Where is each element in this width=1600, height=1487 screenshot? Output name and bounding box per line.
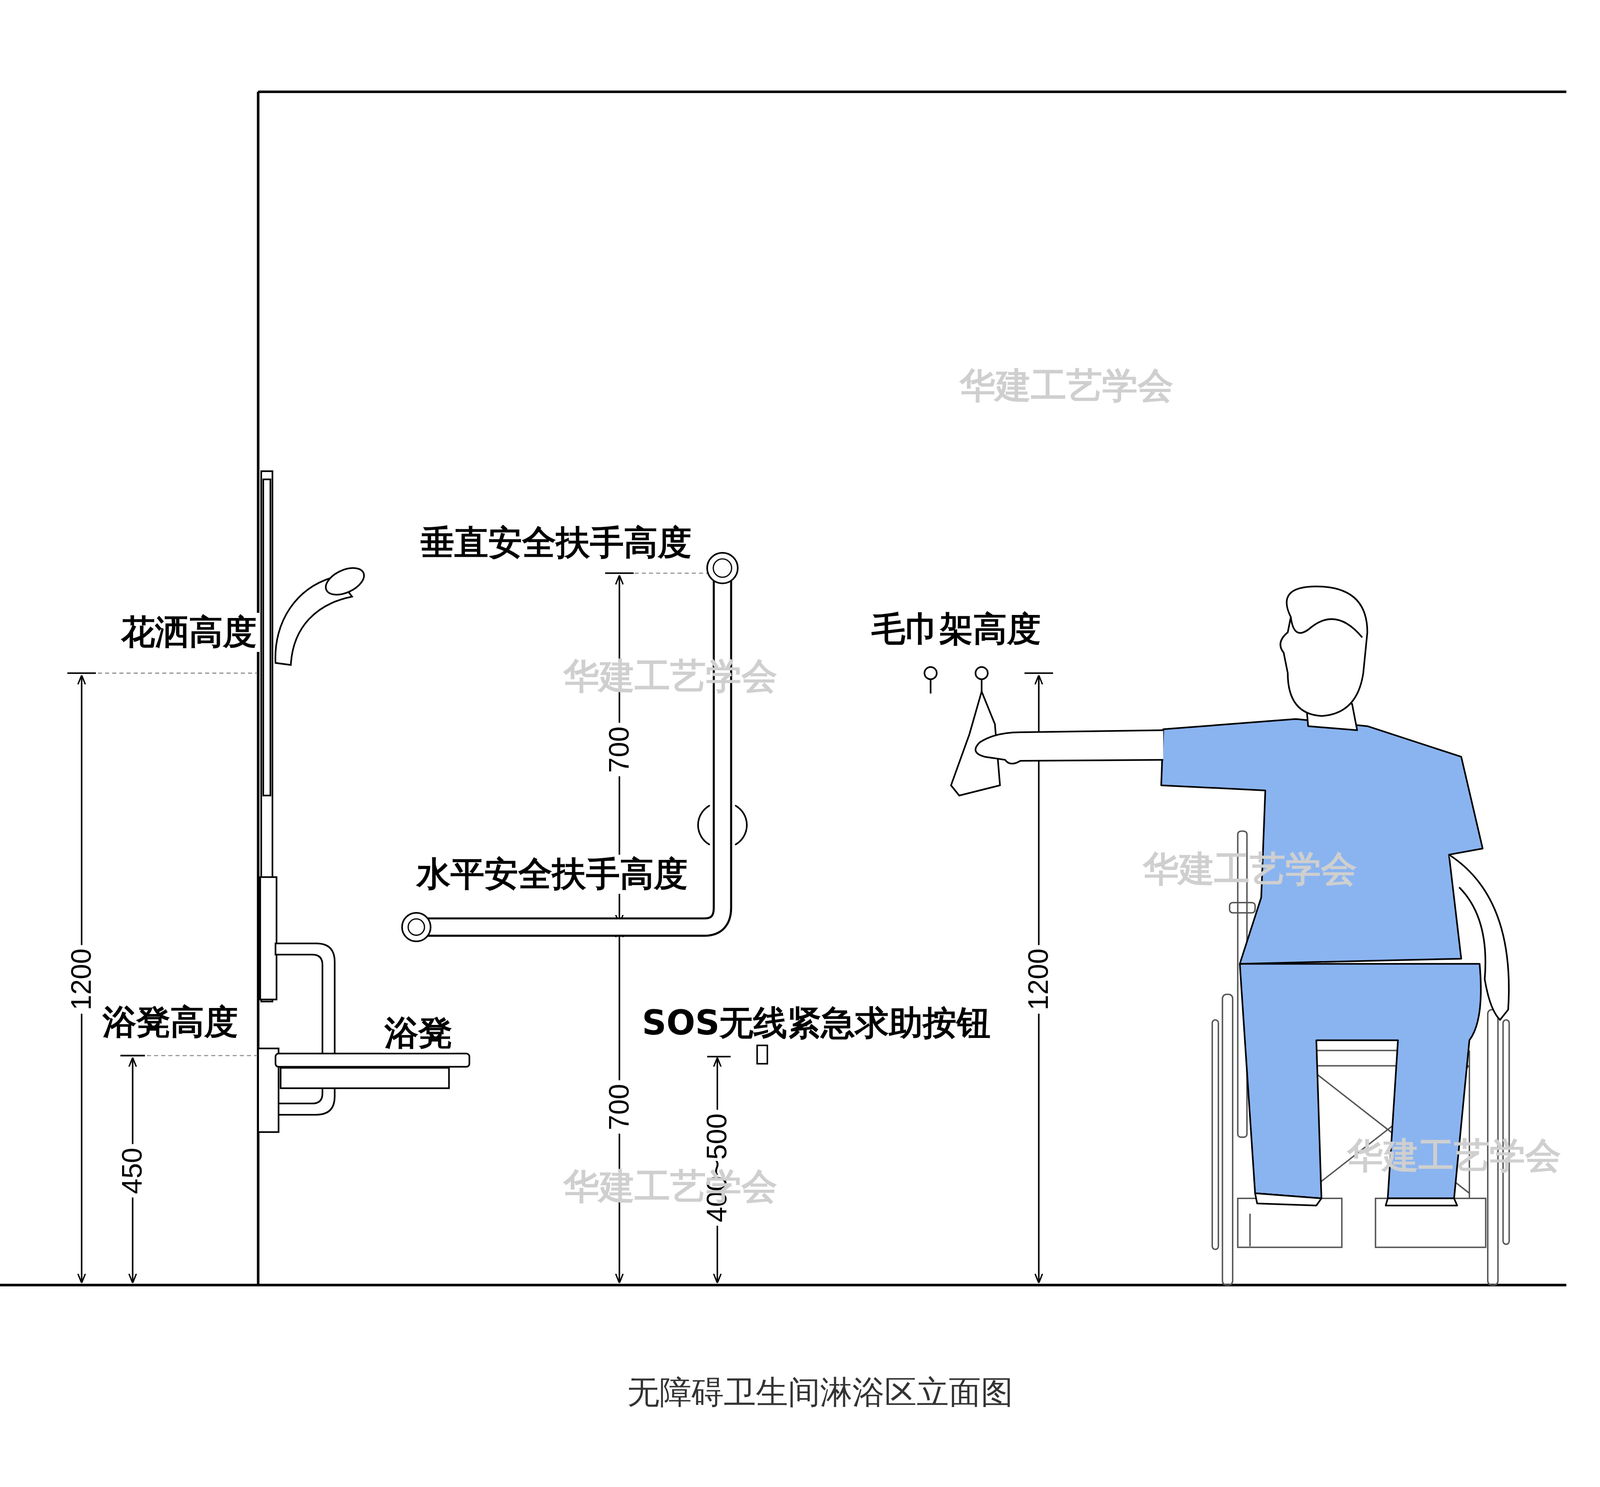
label-text: 水平安全扶手高度 — [414, 854, 691, 895]
walls-part — [258, 90, 1567, 93]
towel-rack-part — [924, 667, 937, 680]
label-text: SOS无线紧急求助按钮 — [639, 1003, 994, 1044]
dimension-number: 1200 — [1022, 945, 1055, 1014]
watermark: 华建工艺学会 — [563, 655, 778, 697]
walls — [0, 91, 1567, 1286]
towel-rack — [924, 667, 1001, 796]
shower-bench-part — [280, 1068, 450, 1089]
dimension-lines-part — [120, 1055, 145, 1057]
shower-set — [260, 471, 368, 1002]
dimension-number: 450 — [116, 1144, 150, 1199]
wheelchair-part — [1249, 1214, 1251, 1247]
grab-bar-part — [707, 553, 738, 584]
watermark: 华建工艺学会 — [1142, 848, 1357, 890]
shower-bench — [258, 943, 470, 1133]
wheelchair-part — [1503, 1020, 1510, 1245]
walls-part — [0, 1284, 1567, 1287]
grab-bar-part — [698, 805, 747, 845]
leader-lines-part — [634, 573, 715, 574]
wheelchair-part — [1222, 994, 1233, 1286]
shower-set-part — [260, 877, 277, 1001]
grab-bar — [401, 553, 747, 942]
wheelchair-user-part — [1255, 1193, 1458, 1206]
label-text: 垂直安全扶手高度 — [417, 523, 695, 563]
wheelchair-user-part — [1161, 719, 1483, 965]
shower-bench-part — [275, 1053, 470, 1068]
shower-set-part — [321, 562, 368, 601]
sos-button — [757, 1045, 768, 1064]
dimension-lines-part — [1024, 672, 1054, 675]
leader-lines-part — [97, 672, 257, 674]
grab-bar-part — [713, 559, 732, 578]
towel-rack-part — [929, 679, 932, 694]
wheelchair-user-part — [1290, 617, 1362, 638]
wheelchair-part — [1212, 1020, 1219, 1250]
dimension-number: 700 — [603, 723, 636, 777]
dimension-lines-part — [67, 672, 97, 675]
leader-lines-part — [146, 1055, 274, 1057]
dimension-number: 1200 — [65, 945, 98, 1014]
dimension-lines-part — [605, 572, 634, 575]
shower-set-part — [263, 479, 271, 796]
dimension-number: 700 — [603, 1080, 636, 1134]
wheelchair-part — [1237, 1198, 1342, 1248]
caption: 无障碍卫生间淋浴区立面图 — [627, 1374, 1014, 1412]
watermark: 华建工艺学会 — [563, 1166, 778, 1208]
wheelchair-user-part — [975, 730, 1164, 764]
wheelchair-user — [975, 586, 1510, 1206]
wheelchair-part — [1468, 1050, 1471, 1200]
watermark: 华建工艺学会 — [959, 365, 1174, 407]
grab-bar-part — [401, 913, 431, 942]
label-text: 浴凳高度 — [99, 1003, 241, 1043]
wheelchair-user-part — [1448, 854, 1509, 1021]
dimension-lines-part — [707, 1056, 731, 1058]
label-text: 浴凳 — [381, 1014, 455, 1054]
wheelchair-user-part — [1280, 586, 1368, 716]
label-text: 花洒高度 — [118, 612, 260, 653]
wheelchair-part — [1229, 902, 1256, 913]
grab-bar-part — [408, 919, 425, 936]
label-text: 毛巾架高度 — [868, 609, 1044, 650]
sos-button-part — [757, 1045, 768, 1064]
towel-rack-part — [975, 667, 988, 680]
watermark: 华建工艺学会 — [1347, 1135, 1561, 1177]
leader-lines — [97, 573, 715, 1057]
